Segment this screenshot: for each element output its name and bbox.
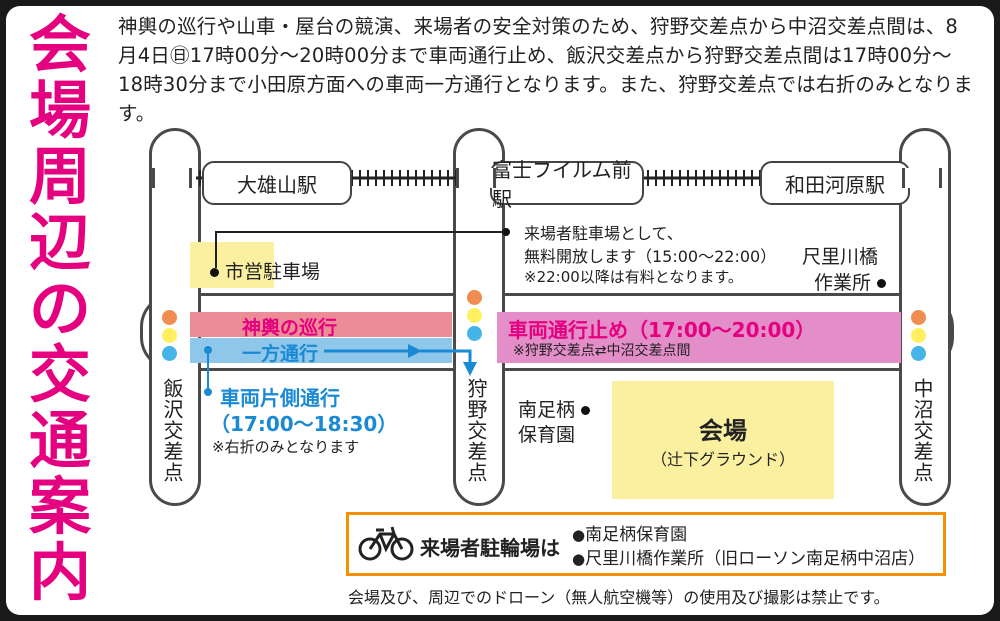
intersection-iizawa: 飯沢交差点	[160, 378, 184, 483]
signal-yellow-light	[467, 308, 482, 323]
arrow-right-icon	[324, 344, 422, 358]
bicycle-item-2: ●尺里川橋作業所（旧ローソン南足柄中沼店）	[572, 544, 925, 569]
signal-red-light	[467, 290, 482, 305]
station-daiyuzan: 大雄山駅	[202, 161, 352, 205]
signal-yellow-light	[911, 328, 926, 343]
parking-note-2: 無料開放します（15:00～22:00）	[524, 247, 777, 266]
signal-nakanuma	[911, 310, 926, 361]
bicycle-parking-box	[346, 512, 946, 576]
closure-label: 車両通行止め（17:00～20:00）	[508, 318, 816, 342]
oneside-note: ※右折のみとなります	[212, 438, 360, 456]
workplace-label-1: 尺里川橋	[802, 246, 879, 268]
station-wadagahara: 和田河原駅	[760, 161, 910, 205]
procession-band	[190, 312, 452, 337]
city-parking-text: 市営駐車場	[225, 261, 321, 283]
oneside-callout-line	[204, 346, 212, 396]
city-parking-label: 市営駐車場	[210, 257, 320, 284]
nursery-label-1: 南足柄	[518, 395, 591, 422]
bicycle-item-1-text: 南足柄保育園	[585, 525, 688, 545]
signal-red-light	[162, 310, 177, 325]
parking-note-3: ※22:00以降は有料となります。	[524, 268, 743, 286]
title-char: 会	[28, 8, 91, 81]
venue-area	[612, 381, 834, 499]
workplace-label-2: 作業所	[814, 268, 887, 295]
page-title: 会場周辺の交通案内	[20, 14, 100, 604]
venue-name: 会場	[699, 417, 747, 445]
traffic-guide-panel: 会場周辺の交通案内 神輿の巡行や山車・屋台の競演、来場者の安全対策のため、狩野交…	[6, 6, 994, 615]
signal-blue-light	[467, 326, 482, 341]
bicycle-item-2-text: 尺里川橋作業所（旧ローソン南足柄中沼店）	[585, 549, 926, 569]
bicycle-item-1: ●南足柄保育園	[572, 520, 687, 545]
bullet-icon: ●	[572, 526, 586, 544]
workplace-marker-icon	[877, 279, 887, 288]
title-char: 通	[28, 404, 91, 477]
intersection-nakanuma: 中沼交差点	[910, 378, 934, 483]
title-char: 場	[28, 74, 91, 147]
signal-kano	[467, 290, 482, 341]
closure-band	[497, 312, 901, 363]
title-char: 辺	[28, 206, 91, 279]
road-nakanuma-segment	[902, 168, 942, 188]
road-kano-segment	[456, 168, 496, 188]
title-char: の	[28, 272, 91, 345]
venue-sub: （辻下グラウンド）	[650, 450, 795, 469]
intersection-kano: 狩野交差点	[464, 378, 488, 483]
nursery-text-1: 南足柄	[518, 399, 576, 421]
title-char: 案	[28, 470, 91, 543]
road-iizawa-segment	[152, 168, 192, 188]
title-char: 周	[28, 140, 91, 213]
intro-text: 神輿の巡行や山車・屋台の競演、来場者の安全対策のため、狩野交差点から中沼交差点間…	[118, 15, 974, 125]
arrow-down-icon	[420, 349, 477, 376]
bicycle-icon	[358, 526, 414, 561]
signal-red-light	[911, 310, 926, 325]
bullet-icon: ●	[572, 550, 586, 568]
signal-yellow-light	[162, 328, 177, 343]
bicycle-parking-label: 来場者駐輪場は	[420, 536, 560, 560]
parking-callout-line	[215, 228, 510, 268]
parking-note-1: 来場者駐車場として、	[524, 224, 683, 243]
nursery-marker-icon	[581, 406, 591, 415]
signal-blue-light	[162, 346, 177, 361]
workplace-text: 作業所	[814, 272, 872, 294]
oneside-label: 車両片側通行	[220, 386, 340, 410]
drone-notice: 会場及び、周辺でのドローン（無人航空機等）の使用及び撮影は禁止です。	[348, 588, 890, 607]
title-char: 内	[28, 536, 91, 609]
signal-blue-light	[911, 346, 926, 361]
station-fujifilm-mae: 富士フイルム前駅	[490, 158, 644, 211]
oneside-time: （17:00～18:30）	[210, 412, 398, 436]
procession-label: 神輿の巡行	[242, 317, 338, 339]
oneway-label: 一方通行	[242, 343, 319, 365]
closure-sub: ※狩野交差点⇄中沼交差点間	[513, 343, 691, 359]
title-char: 交	[28, 338, 91, 411]
signal-iizawa	[162, 310, 177, 361]
city-parking-area	[190, 242, 274, 288]
nursery-label-2: 保育園	[518, 424, 576, 446]
parking-marker-icon	[210, 268, 219, 277]
